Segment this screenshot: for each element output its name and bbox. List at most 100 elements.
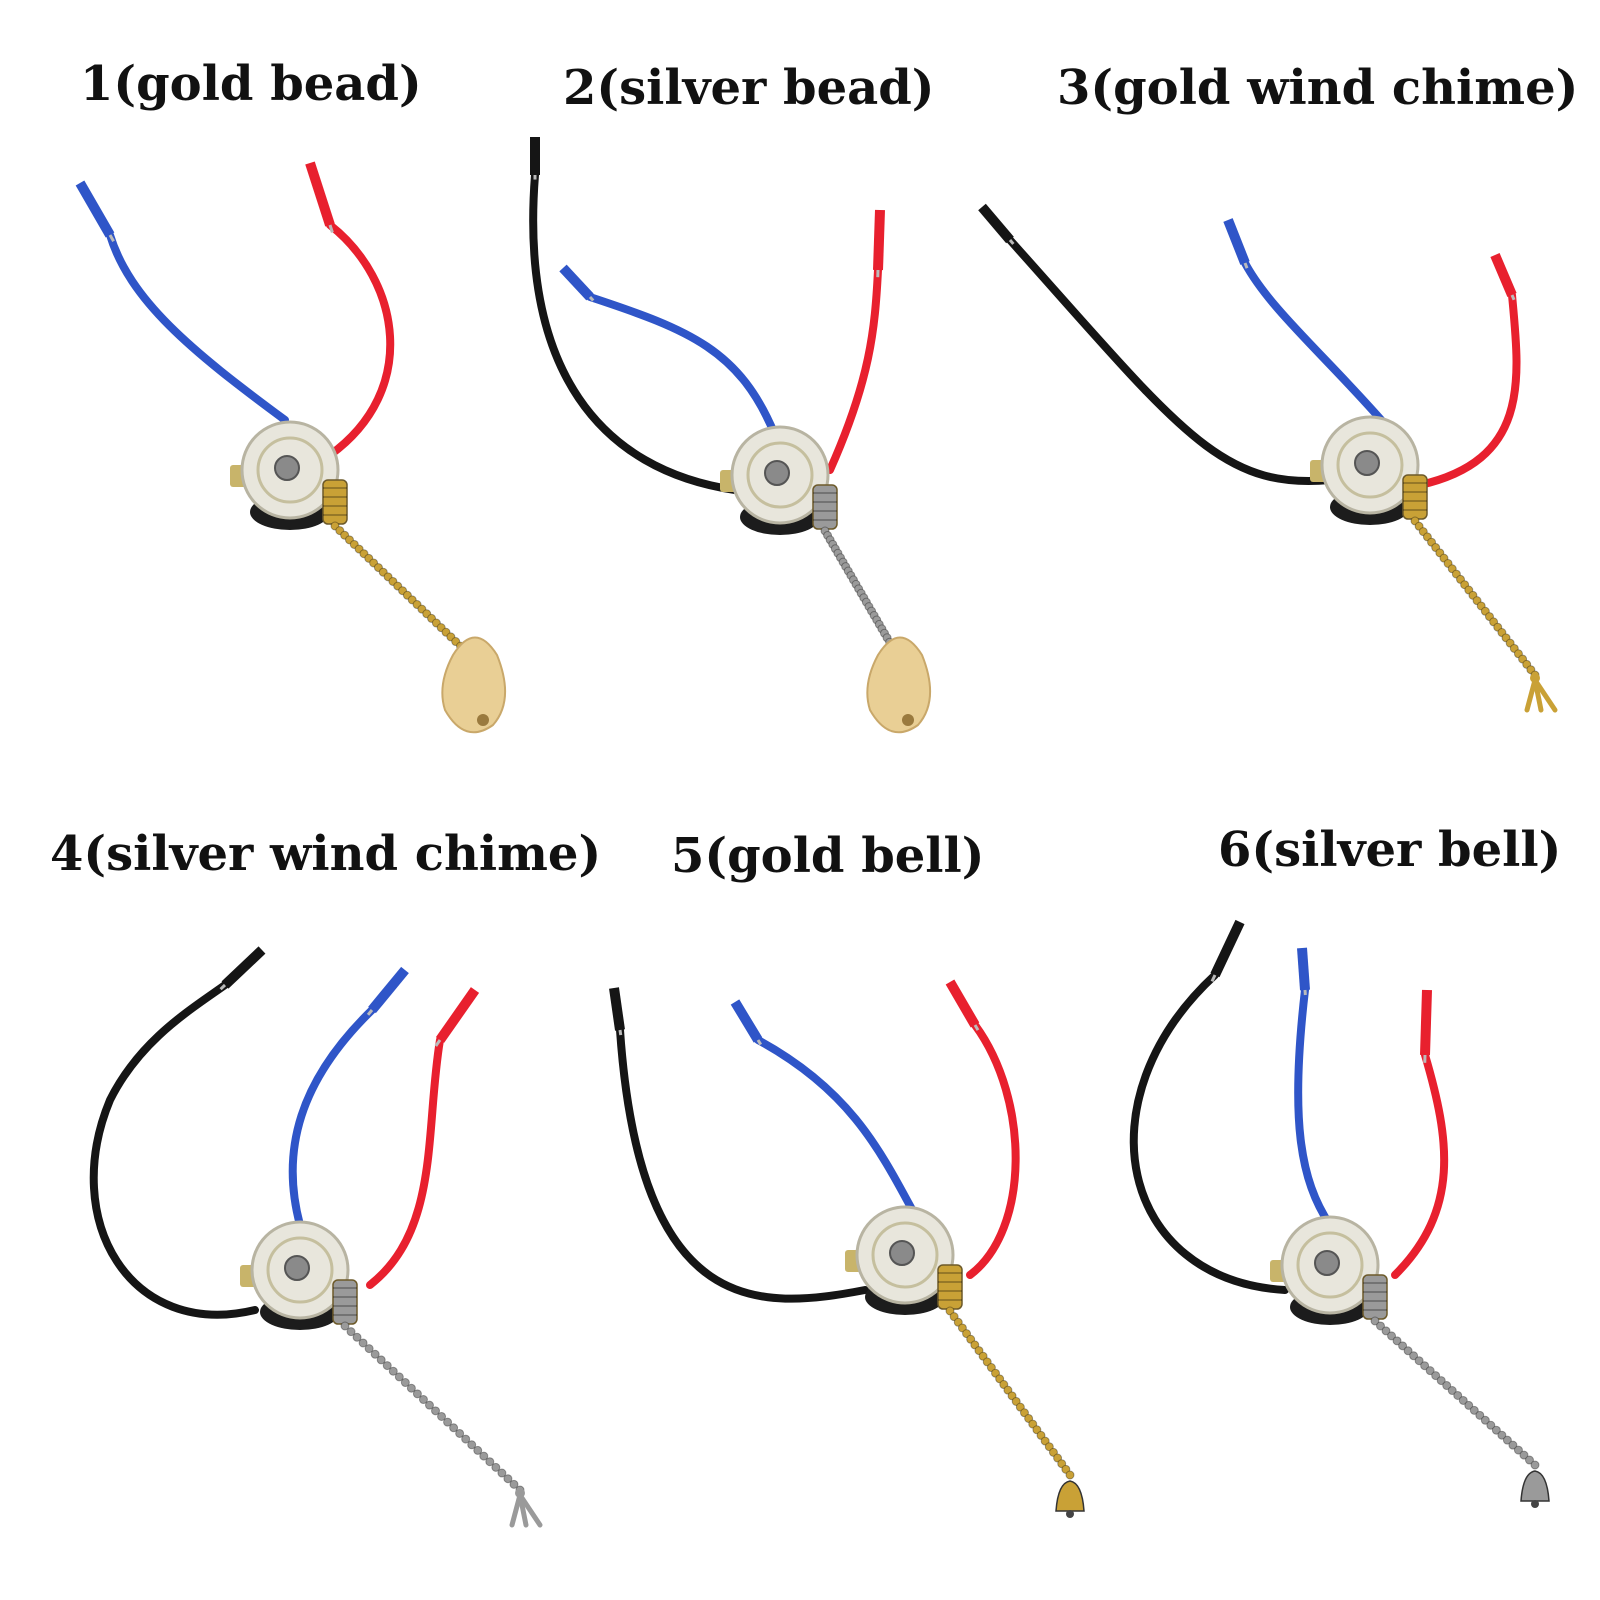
label-3-gold-wind-chime: 3(gold wind chime) [1057,60,1579,116]
switch-nipple-3 [1402,474,1428,520]
chain-bead-4-14 [424,1400,434,1410]
switch-assembly-5 [609,979,1085,1518]
chain-bead-6-8 [1414,1356,1424,1366]
chain-bead-6-19 [1475,1410,1485,1420]
wire-strand-1-0 [108,234,115,242]
wire-tip-4-1 [368,966,409,1014]
bell-clapper-5 [1066,1510,1074,1518]
wire-tip-1-1 [305,161,335,227]
chain-bead-5-10 [986,1363,996,1373]
switch-ring-3 [1336,431,1404,499]
wire-tip-2-1 [559,264,594,301]
wire-red-2 [826,266,882,474]
chain-bead-5-3 [957,1323,967,1333]
wire-red-4 [366,1036,444,1289]
wire-strand-3-2 [1510,294,1516,301]
chain-bead-6-14 [1447,1386,1457,1396]
chain-bead-6-4 [1392,1336,1402,1346]
wire-tip-5-1 [730,999,763,1043]
switch-nipple-4 [332,1279,358,1325]
switch-nipple-1 [322,479,348,525]
chain-bead-5-4 [962,1329,972,1339]
switch-rotor-1 [274,455,300,481]
chain-bead-4-13 [418,1395,428,1405]
chain-bead-4-9 [394,1372,404,1382]
chain-bead-4-0 [340,1321,350,1331]
chain-bead-4-5 [370,1349,380,1359]
switch-rotor-4 [284,1255,310,1281]
chain-bead-5-6 [970,1340,980,1350]
switch-assembly-6 [1129,919,1550,1508]
chain-bead-6-24 [1502,1435,1512,1445]
wire-tip-6-2 [1420,989,1432,1056]
chain-bead-5-13 [999,1380,1009,1390]
switch-ring-5 [871,1221,939,1289]
wire-black-2 [529,171,739,494]
wire-red-5 [966,1021,1020,1279]
chain-bead-5-16 [1011,1396,1021,1406]
chain-bead-6-2 [1381,1326,1391,1336]
wire-tip-1-0 [75,180,115,238]
chain-bead-4-17 [443,1417,453,1427]
chain-bead-5-12 [995,1374,1005,1384]
wire-red-1 [326,221,395,459]
chain-bead-6-1 [1376,1321,1386,1331]
wire-tip-6-0 [1210,919,1245,978]
chain-bead-4-27 [503,1474,513,1484]
wire-blue-1 [106,231,289,424]
chain-bead-6-10 [1425,1366,1435,1376]
chain-bead-4-21 [467,1440,477,1450]
wire-tip-6-1 [1297,947,1310,991]
switch-assembly-2 [529,137,932,734]
chain-bead-5-29 [1065,1470,1075,1480]
chain-bead-5-22 [1036,1430,1046,1440]
switch-assembly-1 [75,161,507,734]
switch-nipple-6 [1362,1274,1388,1320]
chain-bead-4-23 [479,1451,489,1461]
chain-bead-5-8 [978,1351,988,1361]
chain-bead-4-16 [437,1411,447,1421]
chain-bead-6-17 [1464,1400,1474,1410]
wire-black-4 [89,981,259,1319]
chain-bead-4-1 [346,1327,356,1337]
chain-bead-4-19 [455,1428,465,1438]
wire-strand-5-0 [618,1029,623,1036]
label-1-gold-bead: 1(gold bead) [80,56,422,112]
wire-blue-4 [288,1006,376,1229]
chain-bead-5-26 [1053,1453,1063,1463]
wind-chime-cap-3 [1530,673,1540,683]
chain-bead-5-7 [974,1346,984,1356]
chain-bead-6-9 [1420,1361,1430,1371]
chain-bead-4-7 [382,1361,392,1371]
chain-bead-6-27 [1519,1450,1529,1460]
wood-bead-hole-2 [902,714,914,726]
wire-tip-4-0 [221,946,266,989]
wind-chime-rod-4-2 [517,1492,543,1528]
chain-bead-4-12 [412,1389,422,1399]
chain-bead-5-14 [1003,1385,1013,1395]
wire-red-3 [1416,291,1521,489]
switch-rotor-2 [764,460,790,486]
switch-ring-1 [256,436,324,504]
wire-strand-5-2 [973,1024,980,1031]
chain-bead-5-11 [991,1368,1001,1378]
chain-bead-4-3 [358,1338,368,1348]
chain-bead-5-9 [982,1357,992,1367]
wire-strand-6-0 [1210,974,1217,982]
switch-nipple-5 [937,1264,963,1310]
chain-bead-4-10 [400,1378,410,1388]
chain-bead-5-0 [945,1306,955,1316]
wind-chime-cap-4 [515,1488,525,1498]
chain-bead-4-22 [473,1445,483,1455]
chain-bead-6-25 [1508,1440,1518,1450]
chain-bead-5-24 [1044,1442,1054,1452]
wire-strand-1-1 [328,224,334,233]
chain-bead-5-20 [1028,1419,1038,1429]
switch-rotor-6 [1314,1250,1340,1276]
switch-assembly-4 [89,946,543,1528]
wire-black-3 [1006,236,1334,485]
chain-bead-5-18 [1019,1408,1029,1418]
switch-ring-6 [1296,1231,1364,1299]
wood-bead-pull-2 [866,636,932,734]
